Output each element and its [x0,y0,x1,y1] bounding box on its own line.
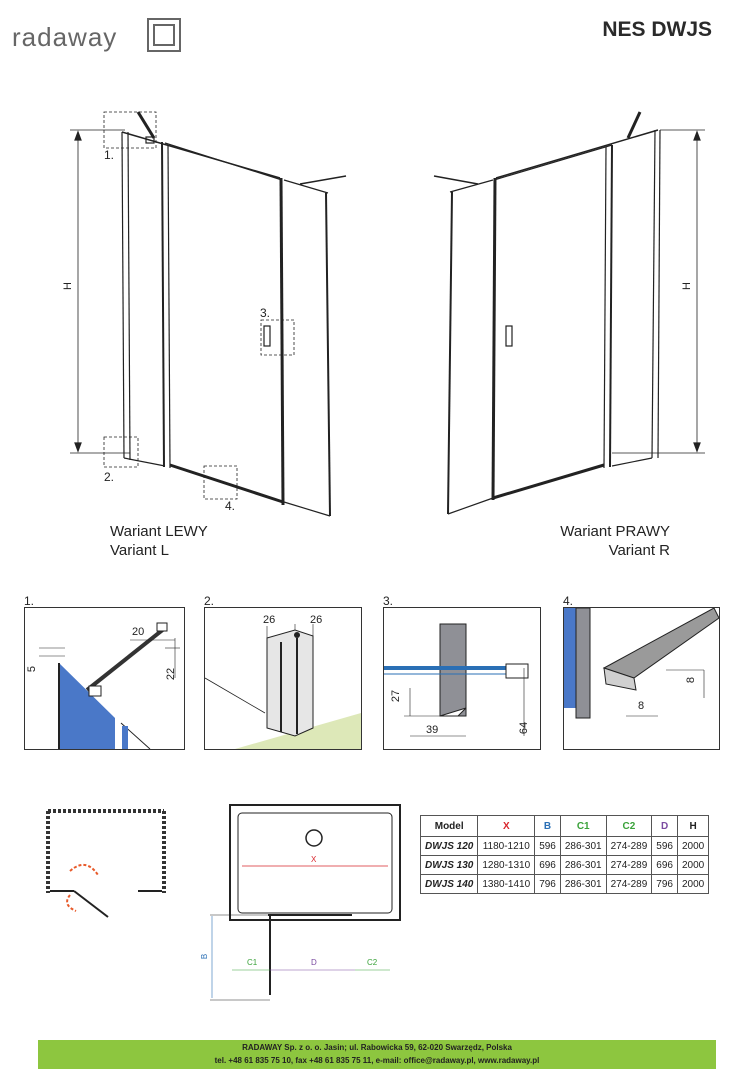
plan-x-label: X [311,855,317,864]
detail-1-box: 20 5 22 [24,607,185,750]
variant-left-line2: Variant L [110,542,169,559]
detail-4-number: 4. [563,594,574,608]
detail-3-box: 27 39 64 [383,607,541,750]
opening-diagram [46,809,166,918]
cell-h: 2000 [676,855,710,875]
col-h: H [676,815,710,837]
cell-h: 2000 [676,836,710,856]
plan-d-label: D [311,958,317,967]
variant-right-label: Wariant PRAWY Variant R [560,522,670,560]
detail-4-box: 8 8 [563,607,720,750]
col-model: Model [419,815,479,837]
spec-table: Model X B C1 C2 D H DWJS 120 1180-1210 5… [419,815,710,894]
cell-c1: 286-301 [559,836,607,856]
plan-c1-label: C1 [247,958,258,967]
col-c2: C2 [605,815,653,837]
cell-c2: 274-289 [605,855,653,875]
table-row: DWJS 140 1380-1410 796 286-301 274-289 7… [419,874,710,894]
detail-1-dim-22: 22 [165,667,178,681]
footer-address: RADAWAY Sp. z o. o. Jasin; ul. Rabowicka… [242,1043,512,1052]
detail-2-drawing [205,624,361,749]
table-row: DWJS 120 1180-1210 596 286-301 274-289 5… [419,836,710,856]
detail-2-dim-26-a: 26 [263,614,276,626]
left-variant-drawing [70,111,347,517]
detail-3-number: 3. [383,594,394,608]
cell-c2: 274-289 [605,874,653,894]
col-d: D [651,815,678,837]
brand-logo-mark [147,18,181,52]
spec-header-row: Model X B C1 C2 D H [419,815,710,837]
col-c1: C1 [559,815,607,837]
variant-right-line2: Variant R [608,542,670,559]
plan-b-label: B [200,953,210,960]
cell-model: DWJS 130 [419,855,479,875]
detail-1-drawing [39,622,180,749]
cell-model: DWJS 140 [419,874,479,894]
height-label-right: H [680,282,693,290]
brand-logo-text: radaway [12,22,118,52]
plan-c2-label: C2 [367,958,378,967]
cell-b: 696 [534,855,561,875]
detail-3-drawing [384,623,529,737]
cell-model: DWJS 120 [419,836,479,856]
col-b: B [534,815,561,837]
variant-right-line1: Wariant PRAWY [560,523,670,540]
cell-b: 796 [534,874,561,894]
callout-2: 2. [104,470,115,484]
detail-2-dim-26-b: 26 [310,614,323,626]
cell-d: 696 [651,855,678,875]
detail-1-dim-20: 20 [132,626,145,638]
right-variant-drawing [433,111,705,515]
plan-view [210,804,401,1001]
detail-3-dim-64: 64 [518,721,531,735]
variant-left-label: Wariant LEWY Variant L [110,522,208,560]
cell-h: 2000 [676,874,710,894]
cell-x: 1280-1310 [477,855,536,875]
cell-d: 596 [651,836,678,856]
variant-left-line1: Wariant LEWY [110,523,208,540]
callout-4: 4. [225,499,236,513]
detail-4-dim-8-v: 8 [685,676,698,684]
cell-x: 1180-1210 [477,836,536,856]
detail-4-dim-8-h: 8 [638,700,645,712]
detail-4-drawing [564,608,719,719]
height-label-left: H [61,282,74,290]
table-row: DWJS 130 1280-1310 696 286-301 274-289 6… [419,855,710,875]
callout-1: 1. [104,148,115,162]
callout-3: 3. [260,306,271,320]
company-footer: RADAWAY Sp. z o. o. Jasin; ul. Rabowicka… [38,1040,716,1069]
cell-b: 596 [534,836,561,856]
col-x: X [477,815,536,837]
detail-3-dim-39: 39 [426,724,439,736]
cell-c1: 286-301 [559,855,607,875]
footer-contact: tel. +48 61 835 75 10, fax +48 61 835 75… [214,1056,540,1065]
model-title: NES DWJS [602,18,712,41]
detail-3-dim-27: 27 [390,689,403,703]
detail-2-box: 26 26 [204,607,362,750]
cell-c2: 274-289 [605,836,653,856]
detail-1-number: 1. [24,594,35,608]
detail-1-dim-5: 5 [26,665,39,673]
cell-d: 796 [651,874,678,894]
detail-2-number: 2. [204,594,215,608]
cell-x: 1380-1410 [477,874,536,894]
cell-c1: 286-301 [559,874,607,894]
